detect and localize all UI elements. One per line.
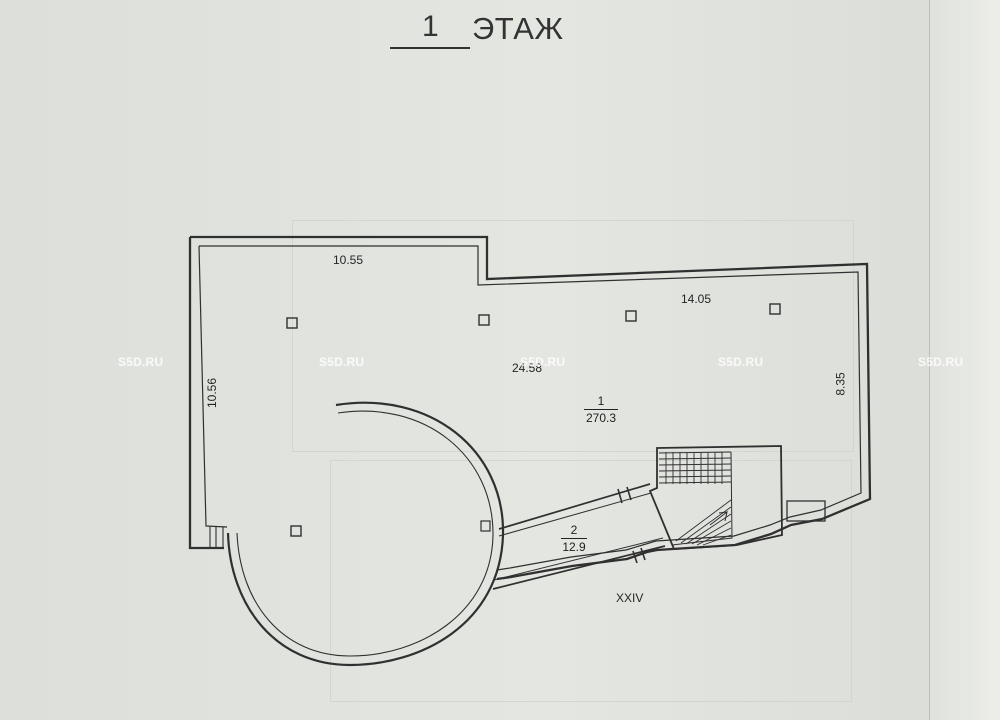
watermark-2: S5D.RU: [319, 355, 365, 369]
dimension-right-side: 8.35: [833, 372, 848, 396]
watermark-4: S5D.RU: [718, 355, 764, 369]
corridor-upper-inner: [498, 492, 652, 537]
stair-steps: [658, 451, 732, 546]
corridor-door-marks: [617, 486, 646, 564]
stair-arrow: [709, 510, 728, 526]
room-2-number: 2: [570, 523, 578, 537]
room-1-number: 1: [597, 394, 605, 408]
background-table-ghost: [292, 220, 854, 452]
dimension-top-left: 10.55: [333, 253, 364, 267]
inner-wall-line: [199, 245, 862, 571]
floor-number: 1: [422, 10, 439, 43]
watermark-5: S5D.RU: [918, 355, 964, 369]
corridor-lower-inner: [493, 537, 664, 581]
room-2-area: 12.9: [562, 540, 586, 554]
background-table-ghost-right: [330, 460, 852, 702]
dimension-top-right: 14.05: [681, 292, 712, 306]
room-1-fraction-line: [584, 409, 618, 410]
round-hall-outer: [226, 401, 505, 667]
paper-edge: [929, 0, 1000, 720]
outer-wall: [190, 235, 872, 581]
watermark-1: S5D.RU: [118, 355, 164, 369]
right-niche: [786, 500, 826, 522]
floor-number-underline: [390, 47, 470, 49]
column-3: [625, 310, 637, 322]
left-door-marks: [209, 527, 224, 548]
column-2: [478, 314, 490, 326]
column-5: [290, 525, 302, 537]
room-2-label: 2 12.9: [555, 523, 593, 554]
room-2-fraction-line: [561, 538, 587, 539]
room-1-area: 270.3: [585, 411, 617, 425]
left-wall: [188, 237, 224, 550]
corridor-label: XXIV: [616, 591, 644, 605]
room-1-label: 1 270.3: [575, 394, 627, 425]
dimension-middle: 24.58: [512, 361, 543, 375]
corridor-lower-wall: [492, 545, 666, 590]
round-hall-inner: [236, 410, 494, 657]
column-1: [286, 317, 298, 329]
floor-title: 1 ЭТАЖ: [384, 7, 604, 51]
stair-outline: [648, 445, 783, 550]
corridor-upper-wall: [498, 483, 651, 530]
floor-title-text: ЭТАЖ: [472, 11, 564, 46]
watermark-3: S5D.RU: [520, 355, 566, 369]
left-inner-wall: [198, 245, 228, 528]
dimension-left-side: 10.56: [205, 377, 220, 409]
stair-core: [671, 451, 733, 546]
column-6: [480, 520, 491, 532]
column-4: [769, 303, 781, 315]
